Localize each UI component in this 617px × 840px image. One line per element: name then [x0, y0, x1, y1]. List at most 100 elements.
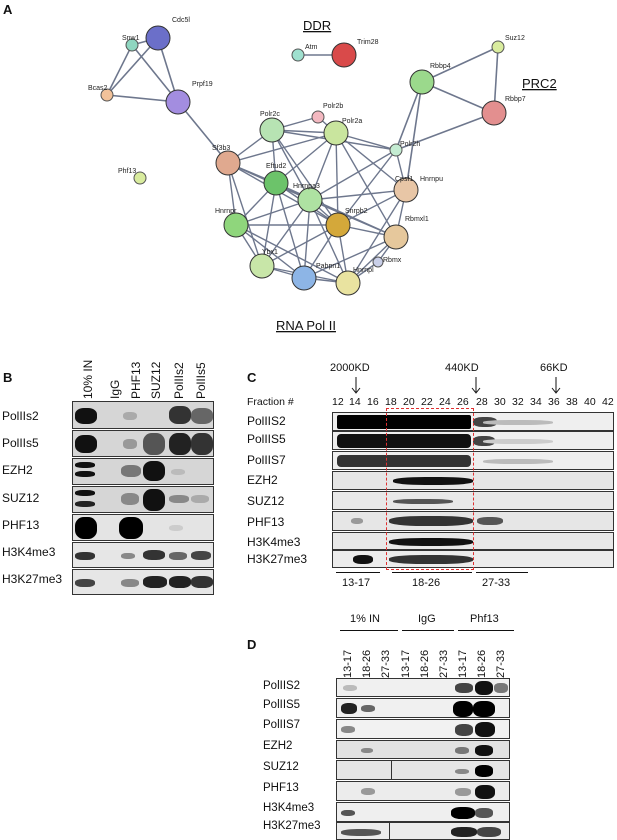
node-rbbp7 — [481, 100, 507, 126]
group-label-ddr: DDR — [303, 18, 331, 33]
blot-row-label: PHF13 — [263, 782, 299, 794]
fraction-number: 32 — [512, 396, 524, 408]
label-prpf19: Prpf19 — [192, 81, 213, 88]
fraction-number: 36 — [548, 396, 560, 408]
blot-row-label: H3K27me3 — [247, 552, 308, 566]
panel-c-letter: C — [247, 370, 257, 385]
panel-d-letter: D — [247, 637, 257, 652]
label-hnrnpr: Hnrnpr — [215, 208, 237, 215]
fraction-number: 40 — [584, 396, 596, 408]
group-underline — [340, 630, 398, 631]
label-cpsf1: Cpsf1 — [395, 176, 413, 183]
label-sf3b3: Sf3b3 — [212, 145, 230, 152]
pool-highlight-box — [386, 408, 474, 570]
blot-row-label: EZH2 — [2, 463, 33, 477]
blot-strip — [336, 781, 510, 801]
blot-row-label: EZH2 — [247, 473, 278, 487]
group-header: IgG — [418, 613, 436, 625]
lane-header: 13-17 — [457, 649, 469, 678]
label-trim28: Trim28 — [357, 39, 379, 46]
panel-a-letter: A — [3, 2, 13, 17]
label-rbbp7: Rbbp7 — [505, 96, 526, 103]
label-polr2a: Polr2a — [342, 118, 362, 125]
fraction-numbers: 12 14 16 18 20 22 24 26 28 30 32 34 36 3… — [332, 396, 617, 410]
network-nodes — [100, 25, 507, 296]
label-polr2c: Polr2c — [260, 111, 280, 118]
marker-66kd: 66KD — [540, 362, 568, 374]
fraction-number: 22 — [421, 396, 433, 408]
label-polr2h: Polr2h — [400, 141, 420, 148]
node-polr2a — [323, 120, 349, 146]
fraction-number: 30 — [494, 396, 506, 408]
fraction-number: 12 — [332, 396, 344, 408]
fraction-number: 16 — [367, 396, 379, 408]
label-polr2b: Polr2b — [323, 103, 343, 110]
blot-row-label: PolIIs5 — [2, 436, 39, 450]
lane-header: 18-26 — [361, 649, 373, 678]
blot-row-label: PolIIS5 — [263, 699, 301, 711]
group-header: 1% IN — [350, 613, 380, 625]
label-hnrnpa3: Hnrnpa3 — [293, 183, 320, 190]
fraction-number: 28 — [476, 396, 488, 408]
group-header: Phf13 — [470, 613, 499, 625]
blot-strip — [336, 822, 510, 840]
pool-bar — [392, 572, 472, 573]
blot-row-label: PolIIS7 — [263, 719, 301, 731]
pool-label: 18-26 — [412, 577, 441, 589]
blot-strip — [336, 719, 510, 739]
blot-row-label: PHF13 — [247, 515, 285, 529]
blot-strip — [72, 458, 214, 485]
label-rbbp4: Rbbp4 — [430, 63, 451, 70]
blot-strip — [336, 698, 510, 718]
node-suz12 — [491, 40, 505, 54]
blot-strip — [72, 569, 214, 595]
fraction-number: 26 — [457, 396, 469, 408]
blot-strip — [72, 542, 214, 568]
node-hnrnpl — [335, 270, 361, 296]
blot-row-label: PolIIS5 — [247, 432, 286, 446]
node-bcas2 — [100, 88, 114, 102]
group-label-rna-pol-ii: RNA Pol II — [276, 318, 336, 333]
node-rbmxl1 — [383, 224, 409, 250]
fraction-number: 20 — [403, 396, 415, 408]
node-prpf19 — [165, 89, 191, 115]
pool-bar — [336, 572, 380, 573]
fraction-number: 34 — [530, 396, 542, 408]
blot-row-label: SUZ12 — [263, 761, 299, 773]
marker-arrows — [351, 377, 561, 394]
node-polr2h — [389, 143, 403, 157]
network-node-labels: Cdc5l Snw1 Bcas2 Prpf19 Phf13 Atm Trim28… — [88, 17, 526, 274]
label-snrpb2: Snrpb2 — [345, 208, 368, 215]
blot-row-label: PolIIs2 — [2, 409, 39, 423]
node-polr2b — [311, 110, 325, 124]
pool-label: 13-17 — [342, 577, 371, 589]
label-rbmxl1: Rbmxl1 — [405, 216, 429, 223]
node-atm — [291, 48, 305, 62]
blot-strip — [72, 430, 214, 457]
pool-label: 27-33 — [482, 577, 511, 589]
lane-header: 18-26 — [419, 649, 431, 678]
node-trim28 — [331, 42, 357, 68]
blot-row-label: PolIIS7 — [247, 453, 286, 467]
lane-header: 13-17 — [342, 649, 354, 678]
label-pabpn1: Pabpn1 — [316, 263, 340, 270]
fraction-number: 14 — [349, 396, 361, 408]
label-hnrnpu: Hnrnpu — [420, 176, 443, 183]
node-snrpb2 — [325, 212, 351, 238]
interaction-network: Cdc5l Snw1 Bcas2 Prpf19 Phf13 Atm Trim28… — [88, 17, 557, 333]
blot-row-label: EZH2 — [263, 740, 293, 752]
node-polr2c — [259, 117, 285, 143]
node-eftud2 — [263, 170, 289, 196]
label-cdc5l: Cdc5l — [172, 17, 190, 24]
fraction-number: 18 — [385, 396, 397, 408]
blot-row-label: H3K27me3 — [263, 820, 321, 832]
label-hnrnpl: Hnrnpl — [353, 267, 374, 274]
marker-2000kd: 2000KD — [330, 362, 370, 374]
label-ybx1: Ybx1 — [262, 249, 278, 256]
panel-b-letter: B — [3, 370, 13, 385]
blot-row-label: SUZ12 — [247, 494, 285, 508]
label-snw1: Snw1 — [122, 35, 140, 42]
label-bcas2: Bcas2 — [88, 85, 108, 92]
blot-row-label: SUZ12 — [2, 491, 40, 505]
node-cpsf1 — [393, 177, 419, 203]
